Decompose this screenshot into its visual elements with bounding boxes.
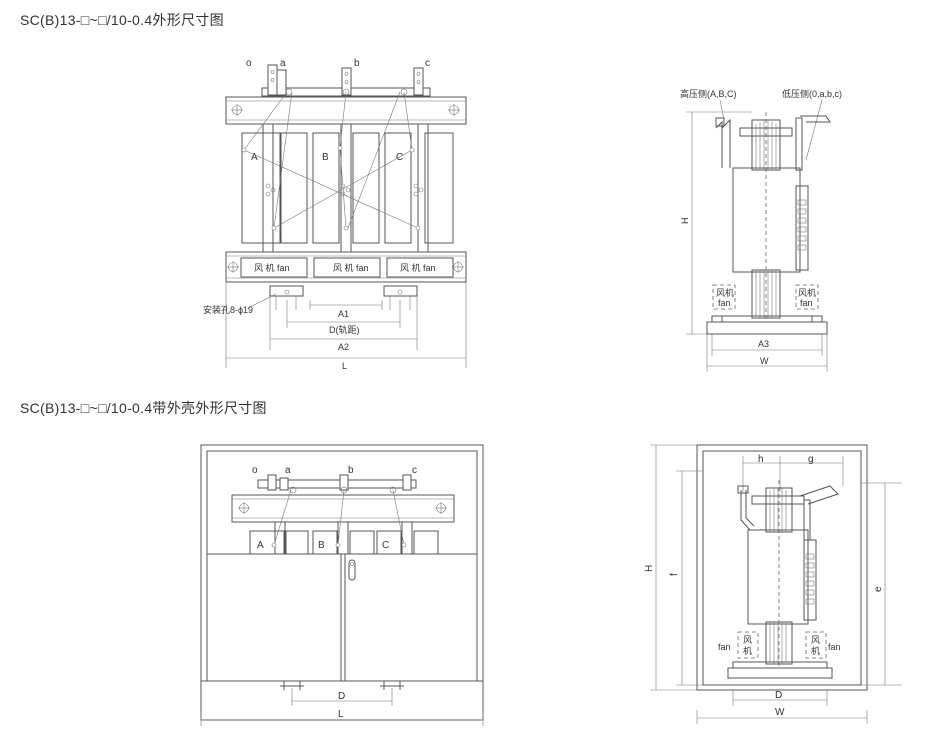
terminal-label-a: a xyxy=(280,58,286,69)
enclosed-terminal-c: c xyxy=(412,465,417,476)
enclosed-terminal-b: b xyxy=(348,465,354,476)
enclosed-side-dim-d xyxy=(732,690,828,706)
svg-text:风: 风 xyxy=(811,635,820,645)
svg-text:fan: fan xyxy=(718,298,731,308)
phase-label-b: B xyxy=(322,152,329,163)
dim-d-rail xyxy=(286,300,401,328)
dim-a3 xyxy=(711,334,823,356)
front-view: o a b c A xyxy=(203,58,467,371)
enclosed-fan-right: 风 机 fan xyxy=(805,631,841,659)
enclosed-side-view: h g xyxy=(644,444,902,724)
dim-label-d: D(轨距) xyxy=(329,324,360,335)
coil-c xyxy=(384,132,454,244)
dim-label-a3: A3 xyxy=(758,339,769,349)
dim-a1 xyxy=(309,300,383,310)
drawing-title-1: SC(B)13-□~□/10-0.4外形尺寸图 xyxy=(20,12,224,28)
enclosed-dim-label-f: f xyxy=(669,573,680,576)
lifting-hole-icon xyxy=(435,502,447,514)
enclosed-dim-d xyxy=(291,688,393,706)
enclosed-dim-label-d: D xyxy=(338,691,345,702)
dim-w xyxy=(706,334,828,372)
side-fan-right: 风机 fan xyxy=(795,284,819,310)
dim-label-a2: A2 xyxy=(338,342,349,352)
enclosed-dim-g xyxy=(780,456,844,486)
side-view: 高压侧(A,B,C) 低压侧(0,a,b,c) xyxy=(680,88,842,372)
svg-text:机: 机 xyxy=(811,645,820,656)
side-fan-left: 风机 fan xyxy=(712,284,736,310)
terminal-o xyxy=(267,64,278,96)
enclosed-phase-c: C xyxy=(382,540,389,551)
drawing-title-2: SC(B)13-□~□/10-0.4带外壳外形尺寸图 xyxy=(20,400,267,416)
lifting-hole-icon xyxy=(231,104,243,116)
fan-label: 风 机 fan xyxy=(400,262,436,273)
fan-label: 风 机 fan xyxy=(333,262,369,273)
enclosed-terminal-o: o xyxy=(252,465,258,476)
lifting-hole-icon xyxy=(227,261,239,273)
enclosed-dim-label-H: H xyxy=(644,565,655,572)
dim-label-w: W xyxy=(760,356,769,366)
fan-unit: 风 机 fan xyxy=(386,257,454,278)
enclosed-dim-e xyxy=(861,482,902,686)
coil-b xyxy=(312,132,380,244)
enclosed-dim-label-h-small: h xyxy=(758,454,764,465)
svg-text:风: 风 xyxy=(743,635,752,645)
enclosed-dim-label-l: L xyxy=(338,709,344,720)
dim-h xyxy=(686,111,752,335)
lv-side-label: 低压侧(0,a,b,c) xyxy=(782,88,842,99)
terminal-label-o: o xyxy=(246,58,252,69)
mount-hole-label: 安装孔8-ϕ19 xyxy=(203,304,253,315)
terminal-label-c: c xyxy=(425,58,430,69)
dim-label-l: L xyxy=(342,361,347,371)
phase-label-c: C xyxy=(396,152,403,163)
svg-text:机: 机 xyxy=(743,645,752,656)
enclosed-dim-label-g: g xyxy=(808,454,814,465)
enclosed-dim-label-e: e xyxy=(873,586,884,592)
enclosed-side-dim-label-d: D xyxy=(775,690,782,701)
fan-label: 风 机 fan xyxy=(254,262,290,273)
door-handle-icon xyxy=(348,559,356,581)
enclosed-dim-l xyxy=(200,712,484,726)
enclosed-side-dim-w xyxy=(696,710,868,724)
lifting-hole-icon xyxy=(238,502,250,514)
enclosed-phase-b: B xyxy=(318,540,325,551)
fan-unit: 风 机 fan xyxy=(240,257,308,278)
dim-label-h: H xyxy=(680,218,690,225)
enclosed-terminal-a: a xyxy=(285,465,291,476)
dim-a2 xyxy=(269,296,418,350)
terminal-label-b: b xyxy=(354,58,360,69)
enclosed-front-view: o a b c A B C xyxy=(200,444,484,726)
svg-text:fan: fan xyxy=(800,298,813,308)
enclosed-dim-f xyxy=(676,470,703,686)
phase-label-a: A xyxy=(251,152,258,163)
svg-text:fan: fan xyxy=(828,642,841,652)
hv-side-label: 高压侧(A,B,C) xyxy=(680,88,737,99)
dim-l xyxy=(225,282,467,368)
fan-unit: 风 机 fan xyxy=(313,257,381,278)
svg-text:fan: fan xyxy=(718,642,731,652)
enclosed-fan-left: 风 机 fan xyxy=(718,631,759,659)
lifting-hole-icon xyxy=(448,104,460,116)
enclosed-phase-a: A xyxy=(257,540,264,551)
lifting-hole-icon xyxy=(452,261,464,273)
enclosed-dim-H xyxy=(650,444,697,691)
enclosed-side-dim-label-w: W xyxy=(775,707,785,718)
svg-text:风机: 风机 xyxy=(798,287,816,298)
dim-label-a1: A1 xyxy=(338,309,349,319)
svg-text:风机: 风机 xyxy=(716,287,734,298)
